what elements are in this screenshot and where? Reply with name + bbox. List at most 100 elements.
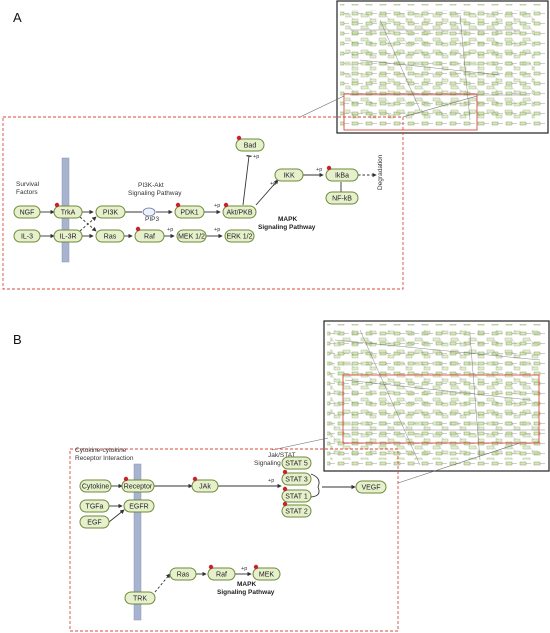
svg-text:STAT 1: STAT 1 <box>285 493 308 500</box>
node-mek12-a[interactable]: MEK 1/2 <box>176 229 207 243</box>
plus-p-label: +p <box>167 227 173 233</box>
node-ras-b[interactable]: Ras <box>169 567 197 581</box>
zoom-connector-right <box>397 442 521 484</box>
svg-text:MEK 1/2: MEK 1/2 <box>178 233 205 240</box>
plus-p-label: +p <box>214 227 220 233</box>
node-trk[interactable]: TRK <box>124 591 156 605</box>
mapk-b-line2: Signaling Pathway <box>217 589 275 596</box>
jak-stat-line1: Jak/STAT <box>268 452 296 459</box>
node-cytokine[interactable]: Cytokine <box>79 479 112 493</box>
survival-factors-line1: Survival <box>16 181 40 188</box>
svg-text:STAT 2: STAT 2 <box>285 508 308 515</box>
mark-dot <box>282 469 288 475</box>
svg-text:EGF: EGF <box>87 519 101 526</box>
mapk-a-line1: MAPK <box>278 216 297 223</box>
zoom-connector-left <box>299 95 345 118</box>
node-ikba[interactable]: IkBa <box>325 165 359 182</box>
mark-dot <box>208 564 214 570</box>
mark-dot <box>236 135 242 141</box>
plus-p-label: +p <box>214 203 220 209</box>
node-egfr[interactable]: EGFR <box>123 499 155 513</box>
svg-text:JAk: JAk <box>199 483 211 490</box>
node-stat3[interactable]: STAT 3 <box>281 469 312 486</box>
node-erk12[interactable]: ERK 1/2 <box>224 229 255 243</box>
cytokine-interaction-line2: Receptor Interaction <box>75 455 134 462</box>
node-receptor[interactable]: Receptor <box>121 476 155 493</box>
node-stat1[interactable]: STAT 1 <box>281 486 312 503</box>
panel-a-label: A <box>13 10 22 25</box>
svg-text:TRK: TRK <box>133 595 147 602</box>
svg-text:ERK 1/2: ERK 1/2 <box>226 233 252 240</box>
zoom-connector-left <box>271 437 329 451</box>
pip3-label: PIP3 <box>145 216 159 223</box>
node-pdk1[interactable]: PDK1 <box>174 202 205 219</box>
node-ikk[interactable]: IKK <box>274 168 304 182</box>
node-pi3k[interactable]: PI3K <box>95 205 126 219</box>
svg-text:STAT 5: STAT 5 <box>285 460 308 467</box>
mark-dot <box>282 501 288 507</box>
callout-box-b <box>69 448 399 632</box>
node-nfkb[interactable]: NF-kB <box>325 191 359 205</box>
svg-text:Bad: Bad <box>244 142 257 149</box>
plus-p-label: +p <box>268 478 274 484</box>
pi3k-akt-line2: Signaling Pathway <box>128 190 182 197</box>
node-egf[interactable]: EGF <box>79 515 110 529</box>
mark-dot <box>54 202 60 208</box>
pi3k-akt-line1: PI3K-Akt <box>138 182 164 189</box>
node-aktpkb[interactable]: Akt/PKB <box>222 202 257 219</box>
node-stat2[interactable]: STAT 2 <box>281 501 312 518</box>
node-vegf[interactable]: VEGF <box>355 480 387 494</box>
svg-text:STAT 3: STAT 3 <box>285 476 308 483</box>
mark-dot <box>282 486 288 492</box>
plus-p-label: +p <box>253 154 259 160</box>
callout-box-a <box>2 116 404 290</box>
svg-text:EGFR: EGFR <box>129 503 148 510</box>
jak-stat-line2: Signaling Pathway <box>254 460 308 467</box>
svg-text:NF-kB: NF-kB <box>332 195 352 202</box>
svg-text:PI3K: PI3K <box>103 209 119 216</box>
node-mek-b[interactable]: MEK <box>252 564 281 581</box>
node-raf-b[interactable]: Raf <box>207 564 236 581</box>
mark-dot <box>192 476 198 482</box>
zoom-connector-right <box>402 95 478 118</box>
node-tgfa[interactable]: TGFa <box>79 499 110 513</box>
plus-p-label: +p <box>241 566 247 572</box>
svg-text:Ras: Ras <box>177 571 190 578</box>
edges-a <box>40 155 377 239</box>
pathway-thumbnail-a <box>336 0 549 134</box>
mapk-b-line1: MAPK <box>237 581 256 588</box>
degradation-label: Degradation <box>377 154 384 190</box>
mapk-a-line2: Signaling Pathway <box>258 224 316 231</box>
survival-factors-line2: Factors <box>16 189 38 196</box>
mark-dot <box>253 564 259 570</box>
svg-text:VEGF: VEGF <box>361 484 380 491</box>
panel-b-label: B <box>13 332 22 347</box>
node-jak[interactable]: JAk <box>191 476 219 493</box>
edges-b <box>108 473 356 593</box>
svg-text:Ras: Ras <box>104 233 117 240</box>
svg-text:Raf: Raf <box>144 233 155 240</box>
svg-text:IL-3R: IL-3R <box>59 233 76 240</box>
svg-text:TGFa: TGFa <box>86 503 104 510</box>
mark-dot <box>326 165 332 171</box>
cytokine-interaction-line1: Cytokine-cytokine <box>75 447 127 454</box>
node-raf-a[interactable]: Raf <box>134 226 165 243</box>
svg-text:IkBa: IkBa <box>335 172 349 179</box>
node-il3[interactable]: IL-3 <box>13 229 41 243</box>
node-ras-a[interactable]: Ras <box>95 229 125 243</box>
svg-text:IL-3: IL-3 <box>21 233 33 240</box>
node-bad[interactable]: Bad <box>235 135 265 152</box>
svg-text:NGF: NGF <box>20 209 35 216</box>
svg-text:Akt/PKB: Akt/PKB <box>226 209 252 216</box>
svg-text:Raf: Raf <box>216 571 227 578</box>
mark-dot <box>135 226 141 232</box>
plus-p-label: +p <box>316 167 322 173</box>
node-il3r[interactable]: IL-3R <box>53 229 83 243</box>
pip3-circle <box>142 207 156 217</box>
node-ngf[interactable]: NGF <box>13 205 41 219</box>
svg-text:PDK1: PDK1 <box>180 209 198 216</box>
node-trka[interactable]: TrkA <box>53 202 83 219</box>
node-stat5[interactable]: STAT 5 <box>281 456 312 470</box>
pathway-thumbnail-b <box>323 320 550 472</box>
